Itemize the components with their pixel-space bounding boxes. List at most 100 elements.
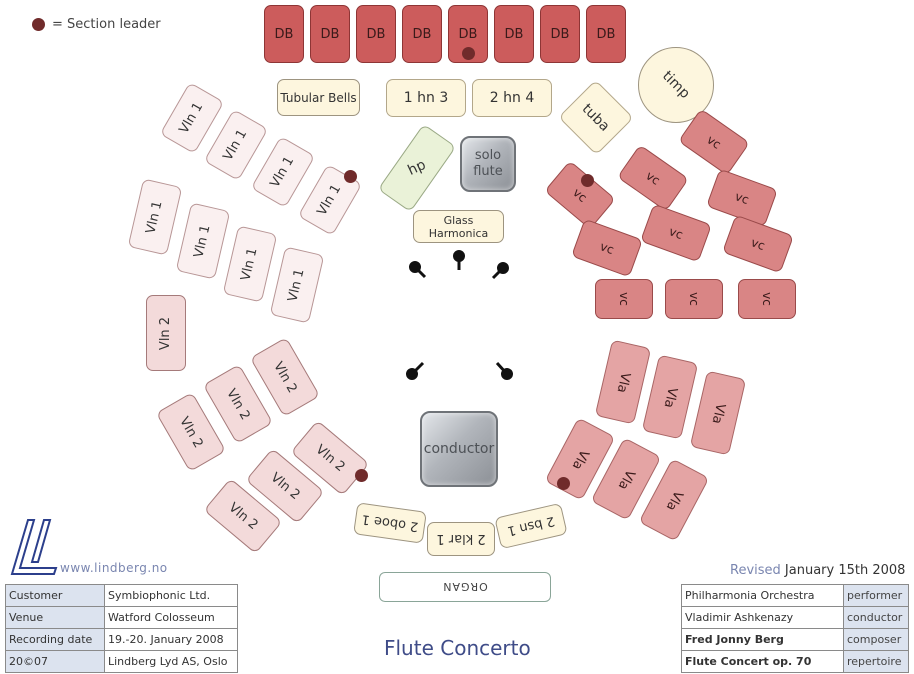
- seat-violin-1[interactable]: Vln 1: [127, 178, 183, 256]
- seat-db[interactable]: DB: [586, 5, 626, 63]
- seat-label: vc: [598, 239, 616, 257]
- seat-label: Vla: [568, 446, 592, 472]
- section-leader-dot-icon: [581, 174, 594, 187]
- table-role: performer: [843, 584, 909, 607]
- legend-text: = Section leader: [52, 17, 161, 32]
- section-leader-dot-icon: [557, 477, 570, 490]
- seat-label: Vln 2: [176, 413, 206, 451]
- seat-cello[interactable]: vc: [595, 279, 653, 319]
- lindberg-logo-icon: [10, 519, 58, 575]
- seat-violin-1[interactable]: Vln 1: [175, 202, 231, 280]
- seat-label: vc: [759, 292, 774, 306]
- solo-flute-line-1: solo: [474, 148, 502, 163]
- mic-head-icon: [406, 368, 418, 380]
- seat-db[interactable]: DB: [540, 5, 580, 63]
- seat-label: Vla: [660, 385, 680, 409]
- seat-label: Vln 1: [238, 246, 262, 282]
- seat-label: Vla: [708, 401, 728, 425]
- table-value: Watford Colosseum: [104, 606, 238, 629]
- seat-db[interactable]: DB: [402, 5, 442, 63]
- mic-head-icon: [453, 250, 465, 262]
- table-role: composer: [843, 628, 909, 651]
- seat-label: Vla: [613, 370, 633, 394]
- revised-label: Revised: [730, 563, 781, 578]
- seat-bassoon[interactable]: 2 bsn 1: [494, 502, 568, 550]
- solo-flute-line-2: flute: [473, 164, 503, 179]
- seat-label: Vln 2: [267, 469, 303, 503]
- seat-cello[interactable]: vc: [722, 214, 794, 274]
- seat-label: Vln 2: [270, 358, 300, 396]
- seat-violin-1[interactable]: Vln 1: [269, 246, 325, 324]
- revised-date: Revised January 15th 2008: [730, 563, 905, 578]
- seat-glass-harmonica[interactable]: Glass Harmonica: [413, 210, 504, 243]
- seat-db[interactable]: DB: [494, 5, 534, 63]
- mic-icon: [413, 265, 427, 279]
- table-key: 20©07: [5, 650, 105, 673]
- seat-label: Vln 1: [191, 223, 215, 259]
- mic-icon: [410, 361, 425, 376]
- seat-label: Vln 1: [268, 153, 298, 191]
- seat-label: vc: [667, 224, 685, 242]
- mic-icon: [495, 361, 509, 376]
- seat-label: Vln 1: [143, 199, 167, 235]
- seat-label: vc: [704, 132, 724, 152]
- seat-cello[interactable]: vc: [640, 203, 712, 263]
- section-leader-dot-icon: [344, 170, 357, 183]
- table-role: conductor: [843, 606, 909, 629]
- table-role: repertoire: [843, 650, 909, 673]
- seat-tuba[interactable]: tuba: [558, 79, 634, 156]
- seat-oboe[interactable]: 2 oboe 1: [353, 502, 427, 544]
- seat-label: Vln 1: [177, 99, 207, 137]
- section-leader-dot-icon: [32, 18, 45, 31]
- seat-violin-1[interactable]: Vln 1: [222, 225, 278, 303]
- seat-cello[interactable]: vc: [665, 279, 723, 319]
- seat-label: vc: [570, 185, 590, 205]
- seat-clarinet[interactable]: 2 klar 1: [427, 522, 495, 556]
- section-leader-dot-icon: [462, 47, 475, 60]
- piece-title: Flute Concerto: [384, 636, 531, 660]
- seat-viola[interactable]: Vla: [641, 354, 699, 440]
- seat-label: vc: [643, 168, 663, 188]
- seat-label: vc: [616, 292, 631, 306]
- seat-harp[interactable]: hp: [377, 123, 457, 213]
- seat-viola[interactable]: Vla: [689, 370, 747, 456]
- seat-violin-1[interactable]: Vln 1: [250, 136, 316, 208]
- table-value: Symbiophonic Ltd.: [104, 584, 238, 607]
- seat-cello[interactable]: vc: [571, 218, 643, 278]
- section-leader-dot-icon: [355, 469, 368, 482]
- seat-horn-2-4[interactable]: 2 hn 4: [472, 79, 552, 117]
- seat-label: vc: [749, 235, 767, 253]
- table-key: Recording date: [5, 628, 105, 651]
- table-key: Venue: [5, 606, 105, 629]
- seat-cello[interactable]: vc: [544, 160, 616, 230]
- seat-db[interactable]: DB: [264, 5, 304, 63]
- harp-label: hp: [405, 156, 429, 180]
- glass-harmonica-line-1: Glass: [443, 213, 474, 227]
- table-value: Vladimir Ashkenazy: [681, 606, 844, 629]
- seat-violin-2[interactable]: Vln 2: [146, 295, 186, 371]
- seat-label: vc: [686, 292, 701, 306]
- seat-db[interactable]: DB: [310, 5, 350, 63]
- seat-db[interactable]: DB: [356, 5, 396, 63]
- organ-console[interactable]: ORGAN: [379, 572, 551, 602]
- website-link[interactable]: www.lindberg.no: [60, 561, 168, 575]
- seat-label: Vln 1: [221, 126, 251, 164]
- solo-flute-position[interactable]: solo flute: [460, 136, 516, 192]
- seat-cello[interactable]: vc: [616, 144, 690, 212]
- seat-tubular-bells[interactable]: Tubular Bells: [277, 79, 360, 116]
- table-value: 19.-20. January 2008: [104, 628, 238, 651]
- mic-icon: [491, 266, 505, 280]
- timp-label: timp: [659, 68, 693, 102]
- seat-horn-1-3[interactable]: 1 hn 3: [386, 79, 466, 117]
- seat-label: Vln 1: [315, 181, 345, 219]
- seat-cello[interactable]: vc: [738, 279, 796, 319]
- conductor-podium[interactable]: conductor: [420, 411, 498, 487]
- table-value: Flute Concert op. 70: [681, 650, 844, 673]
- seat-viola[interactable]: Vla: [594, 339, 652, 425]
- seat-label: Vln 2: [158, 316, 174, 350]
